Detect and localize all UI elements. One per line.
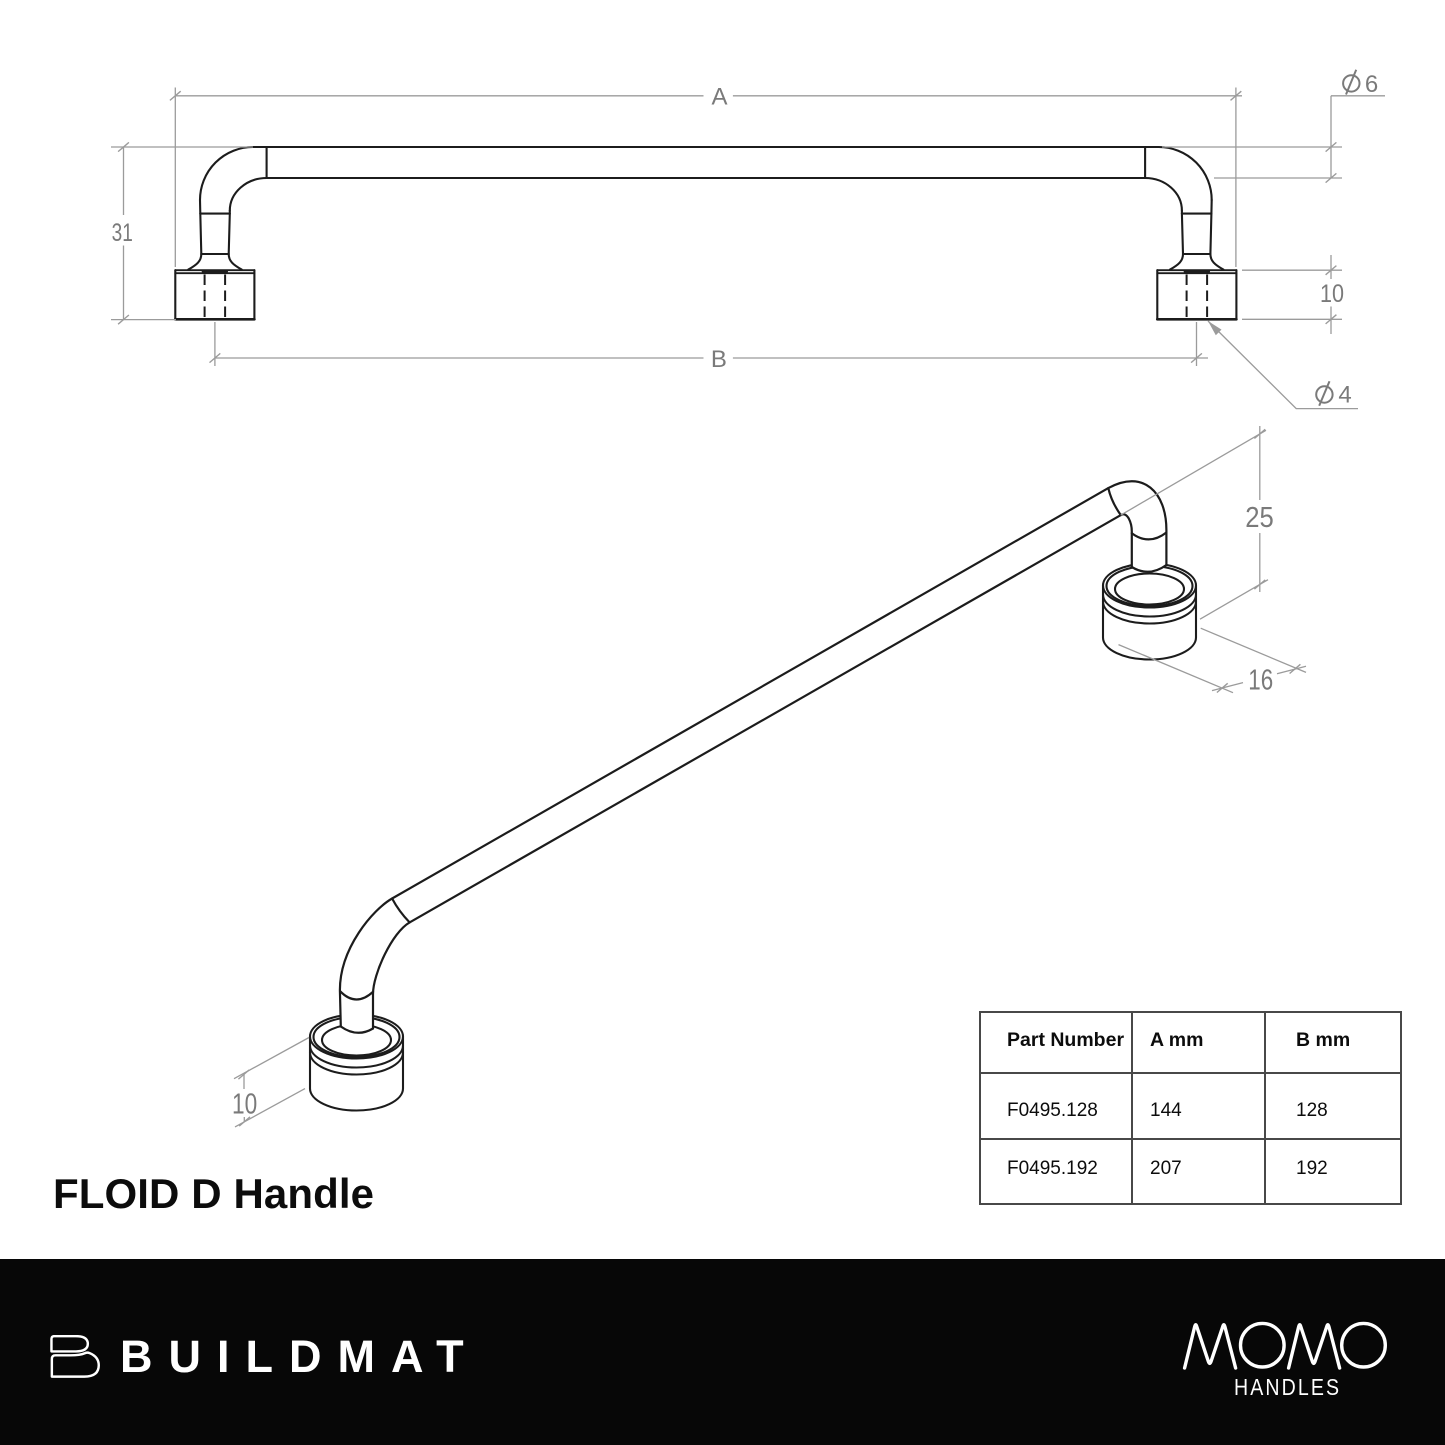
svg-text:A: A xyxy=(711,84,727,111)
svg-text:6: 6 xyxy=(1365,71,1378,98)
svg-text:16: 16 xyxy=(1248,664,1273,696)
svg-text:10: 10 xyxy=(232,1089,257,1121)
svg-text:25: 25 xyxy=(1245,502,1274,534)
svg-text:4: 4 xyxy=(1338,382,1351,409)
svg-text:B: B xyxy=(711,346,727,373)
svg-text:31: 31 xyxy=(112,219,133,247)
svg-text:10: 10 xyxy=(1320,280,1344,308)
